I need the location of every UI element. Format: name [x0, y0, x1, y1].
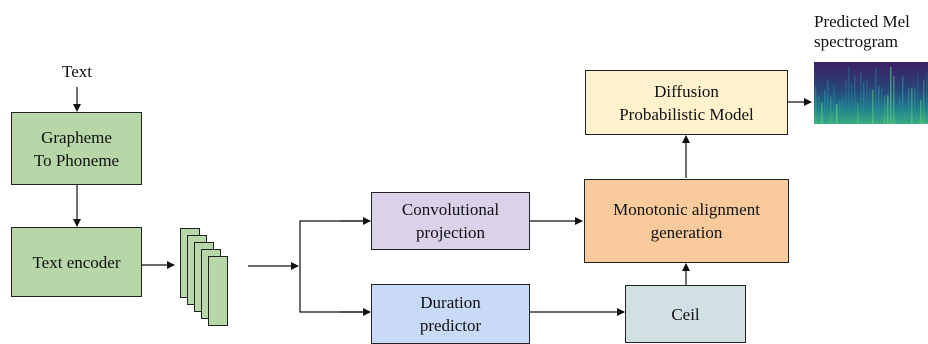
ceil-node: Ceil [625, 285, 746, 343]
mel-spectrogram-image [814, 62, 928, 124]
feature-card [208, 256, 228, 326]
split-branch-line [299, 220, 370, 313]
duration-predictor-node: Duration predictor [371, 284, 530, 344]
input-text-label: Text [62, 62, 92, 81]
arrow-layer [73, 62, 928, 316]
output-label: Predicted Mel spectrogram [814, 12, 910, 51]
tts-pipeline-diagram: Text Grapheme To Phoneme Text encoder Co… [11, 12, 928, 344]
monotonic-alignment-node: Monotonic alignment generation [584, 179, 789, 263]
grapheme-to-phoneme-node: Grapheme To Phoneme [11, 112, 142, 185]
text-encoder-node: Text encoder [11, 227, 142, 297]
diffusion-model-node: Diffusion Probabilistic Model [585, 70, 788, 135]
convolutional-projection-node: Convolutional projection [371, 192, 530, 250]
